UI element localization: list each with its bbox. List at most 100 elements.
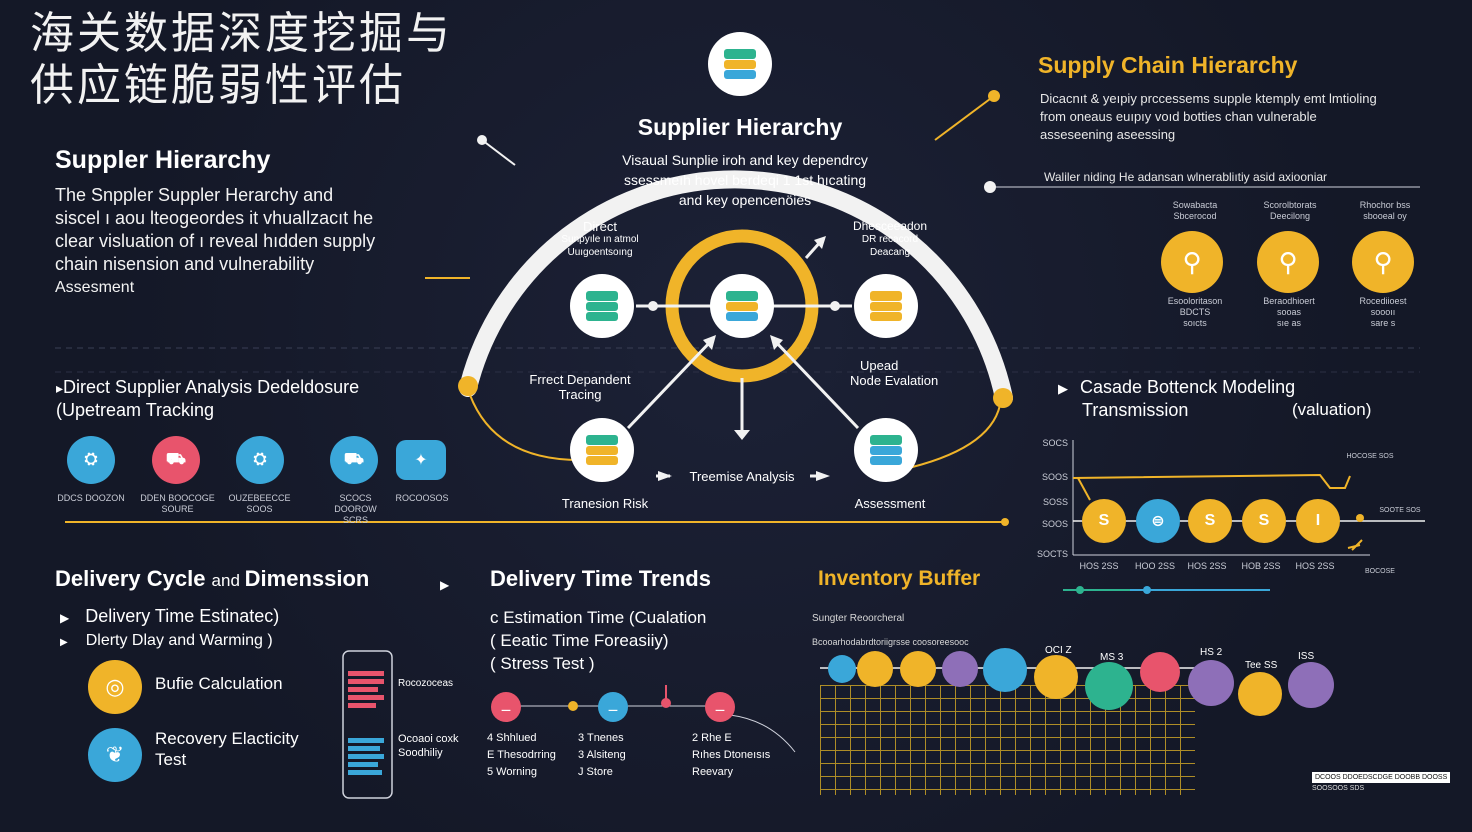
stack-icon xyxy=(870,435,902,465)
buffer-calculation-label: Bufie Calculation xyxy=(155,674,283,693)
delivery-trends-heading: Delivery Time Trends xyxy=(490,566,711,591)
inventory-bubble[interactable] xyxy=(983,648,1027,692)
supplier-icon-2[interactable]: ⛟ xyxy=(152,436,200,484)
label-line: Direct xyxy=(583,219,617,234)
top-node[interactable] xyxy=(708,32,772,96)
supplier-label: DDCS DOOZON xyxy=(57,493,125,503)
truck-icon: ⛟ xyxy=(343,451,365,468)
x-label: HOO 2SS xyxy=(1134,561,1175,571)
supplier-icon-3[interactable]: ⛭ xyxy=(236,436,284,484)
cascade-node-1[interactable]: S xyxy=(1082,499,1126,543)
bubble-label: Tee SS xyxy=(1245,660,1278,671)
label-mid-right: Upead Node Evalation xyxy=(850,358,990,388)
inventory-bubble[interactable] xyxy=(1238,672,1282,716)
supplier-icon-5[interactable]: ✦ xyxy=(396,440,446,480)
label-line: Node Evalation xyxy=(850,373,939,388)
left-node[interactable] xyxy=(570,274,634,338)
label-top-right: Dhesceeadon DR recacord Deacang xyxy=(830,220,950,259)
right-hierarchy-description: Dicacnıt & yeıpiy prccessems supple ktem… xyxy=(1040,90,1440,144)
cascade-legend: BOCOSE xyxy=(1365,568,1395,575)
cascade-sub-left: Transmission xyxy=(1082,400,1189,420)
cascade-node-3[interactable]: S xyxy=(1188,499,1232,543)
gold-item-1[interactable]: ⚲ xyxy=(1161,231,1223,293)
bubble-label: MS 3 xyxy=(1100,652,1124,663)
y-label: SOCTS xyxy=(1036,549,1068,559)
stack-icon xyxy=(586,291,618,321)
label-top-left: Direct Sunpyıle ın atmol Uuıgoentsoıng xyxy=(540,220,660,259)
cascade-node-4[interactable]: S xyxy=(1242,499,1286,543)
inventory-bubble[interactable] xyxy=(857,651,893,687)
inventory-bubble[interactable] xyxy=(900,651,936,687)
map-icon: ✦ xyxy=(414,452,428,469)
inventory-legend-sub: SOOSOOS SDS xyxy=(1312,785,1365,792)
inventory-bubble[interactable] xyxy=(1034,655,1078,699)
page-title: 海关数据深度挖掘与 供应链脆弱性评估 xyxy=(30,8,453,112)
gold-curve xyxy=(899,404,1001,471)
supplier-icon-1[interactable]: ⛭ xyxy=(67,436,115,484)
arc-end-dot xyxy=(458,376,478,396)
gold-item-3[interactable]: ⚲ xyxy=(1352,231,1414,293)
gold-item-2[interactable]: ⚲ xyxy=(1257,231,1319,293)
cascade-legend: SOOTE SOS xyxy=(1379,507,1421,514)
center-node[interactable] xyxy=(710,274,774,338)
inventory-bubble[interactable] xyxy=(1085,662,1133,710)
buffer-icon[interactable]: ◎ xyxy=(88,660,142,714)
label-mid-left: Frrect Depandent Tracing xyxy=(505,372,655,402)
inventory-sub1: Sungter Reoorcheral xyxy=(812,613,905,624)
inventory-sub2: Bcooarhodabrdtoriigrsse coosoreesooc xyxy=(812,637,969,647)
right-hierarchy-line: from oneaus euıpıy voıd botties chan vul… xyxy=(1040,109,1317,124)
gold-curve xyxy=(469,394,581,461)
y-label: SOOS xyxy=(1041,519,1068,529)
supplier-icon-4[interactable]: ⛟ xyxy=(330,436,378,484)
left-hierarchy-heading: Suppler Hierarchy xyxy=(55,146,271,174)
leaf-icon[interactable]: ❦ xyxy=(88,728,142,782)
stack-icon xyxy=(586,435,618,465)
cascade-node-2[interactable]: ⊜ xyxy=(1136,499,1180,543)
arc-end-dot xyxy=(993,388,1013,408)
bubble-label: ISS xyxy=(1298,651,1315,662)
stack-icon xyxy=(870,291,902,321)
left-hierarchy-line: siscel ı aou lteogeordes it vhuallzacıt … xyxy=(55,208,374,228)
right-hierarchy-heading: Supply Chain Hierarchy xyxy=(1038,52,1298,78)
bottom-left-node[interactable] xyxy=(570,418,634,482)
inventory-bubble[interactable] xyxy=(1288,662,1334,708)
bar-stack-blue xyxy=(348,735,388,778)
center-subtitle-line: ssessmeıh hovel berdeqi 1 1st hıcating xyxy=(623,172,867,188)
left-hierarchy-line: clear visluation of ı reveal hıdden supp… xyxy=(55,231,376,251)
pointer-line xyxy=(481,139,516,166)
y-label: SOSS xyxy=(1042,497,1068,507)
inventory-legend: DCOOS DDOEDSCDGE DOOBB DOOSS xyxy=(1312,772,1451,783)
person-icon: ⚲ xyxy=(1182,246,1202,277)
cascade-legend: HOCOSE SOS xyxy=(1346,453,1394,460)
stack-icon xyxy=(726,291,758,321)
right-node[interactable] xyxy=(854,274,918,338)
pointer-line xyxy=(934,95,995,141)
trend-node-1[interactable]: ⚊ xyxy=(491,692,521,722)
bottom-right-node[interactable] xyxy=(854,418,918,482)
inventory-heading: Inventory Buffer xyxy=(818,567,981,590)
trend-node-3[interactable]: ⚊ xyxy=(705,692,735,722)
bar-stack-red xyxy=(348,668,388,711)
truck-icon: ⛟ xyxy=(165,451,187,468)
delivery-item-1[interactable]: ▶Delivery Time Estinatec) xyxy=(60,606,280,626)
inventory-bubble[interactable] xyxy=(828,655,856,683)
x-label: HOS 2SS xyxy=(1187,561,1227,571)
inventory-bubble[interactable] xyxy=(1188,660,1234,706)
trend-node-2[interactable]: ⚊ xyxy=(598,692,628,722)
delivery-cycle-heading: Delivery Cycle and Dimenssion xyxy=(55,566,370,591)
inventory-bubble[interactable] xyxy=(942,651,978,687)
cascade-node-5[interactable]: I xyxy=(1296,499,1340,543)
delivery-item-2[interactable]: ▶Dlerty Dlay and Warming ) xyxy=(60,632,273,649)
label-line: Frrect Depandent xyxy=(529,372,631,387)
inventory-bubble[interactable] xyxy=(1140,652,1180,692)
